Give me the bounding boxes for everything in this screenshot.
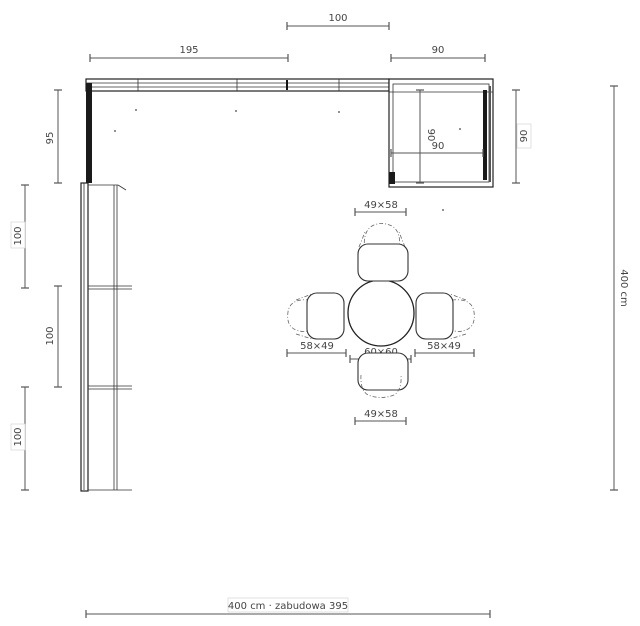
dim-label: 95 — [45, 132, 56, 145]
table-top — [347, 279, 415, 347]
dim-label: 58×49 — [300, 341, 334, 352]
dim-left-95: 95 — [45, 89, 62, 184]
dining-table-set: 60×60 49×58 58×49 58×49 49×58 — [286, 200, 475, 425]
dim-label: 49×58 — [364, 409, 398, 420]
corner-box-unit: 90 90 — [388, 78, 494, 211]
dim-label: 49×58 — [364, 200, 398, 211]
dim-right-90: 90 — [512, 89, 532, 184]
dim-label: 90 — [519, 130, 530, 143]
dim-left-100-a: 100 — [10, 184, 29, 289]
dim-top-100: 100 — [286, 13, 390, 30]
dim-label: 195 — [179, 45, 198, 56]
dim-label: 100 — [13, 226, 24, 245]
dim-left-100-b: 100 — [45, 285, 62, 388]
dim-bottom-overall: 400 cm · zabudowa 395 — [85, 597, 491, 618]
dim-label: 90 — [432, 45, 445, 56]
dim-top-195: 195 — [89, 45, 289, 62]
dim-label: 58×49 — [427, 341, 461, 352]
dim-label: 400 cm · zabudowa 395 — [228, 601, 348, 612]
top-cabinet-run — [85, 78, 390, 183]
dim-label: 100 — [328, 13, 347, 24]
left-cabinet-run — [80, 182, 132, 492]
dim-right-400: 400 cm — [610, 85, 629, 491]
dim-label: 90 — [425, 129, 436, 142]
dim-label: 90 — [432, 141, 445, 152]
dim-label: 400 cm — [618, 269, 629, 307]
dim-label: 100 — [13, 427, 24, 446]
dim-top-90: 90 — [390, 45, 486, 62]
dim-label: 100 — [45, 326, 56, 345]
dim-left-100-c: 100 — [10, 386, 29, 491]
